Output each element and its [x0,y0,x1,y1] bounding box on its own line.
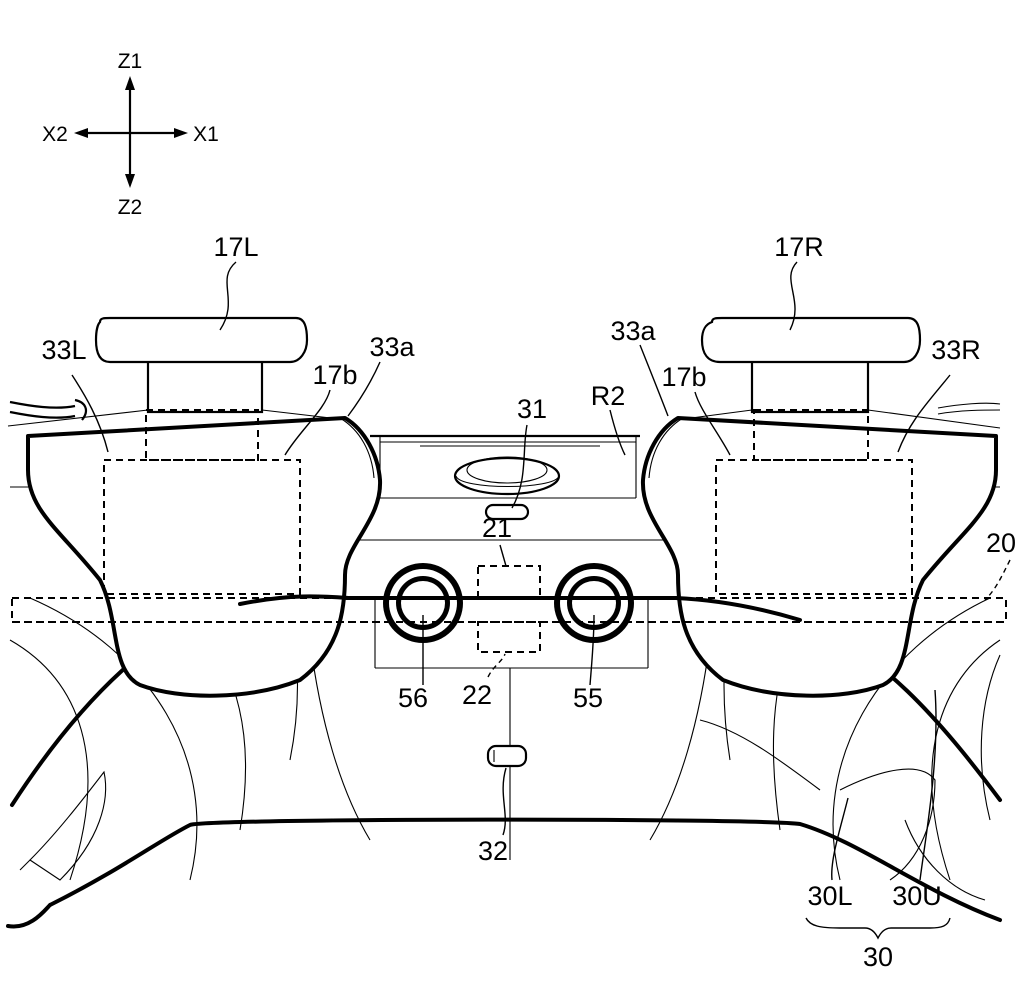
label-17l: 17L [213,232,258,262]
axis-label-z2: Z2 [118,196,143,219]
member-33r [640,416,998,698]
trigger-17r[interactable] [700,316,922,414]
button-56[interactable] [383,563,463,643]
direction-indicator: Z1 Z2 X2 X1 [42,50,219,219]
body-outline-lower [48,817,1002,922]
label-17b-left: 17b [312,360,357,390]
label-33l: 33L [41,335,86,365]
axis-label-x2: X2 [42,123,68,146]
leader-lines [71,261,1011,940]
inner-part-17b-left [103,459,301,595]
axis-label-x1: X1 [193,123,219,146]
label-32: 32 [478,836,508,866]
label-33a-right: 33a [610,316,656,346]
button-32[interactable] [486,744,528,768]
arrow-left-icon [74,128,88,138]
label-30u: 30U [892,881,942,911]
axis-label-z1: Z1 [118,50,143,73]
label-30: 30 [863,942,893,972]
label-55: 55 [573,683,603,713]
arrow-up-icon [125,76,135,90]
trigger-17l[interactable] [94,316,309,414]
label-33a-left: 33a [369,332,415,362]
arrow-right-icon [174,128,188,138]
trigger-base-right [753,409,869,461]
inner-part-17b-right [715,459,913,595]
brace-30 [805,917,951,940]
label-56: 56 [398,683,428,713]
reference-labels: 17L 17R 33L 33R 33a 33a 17b 17b R2 31 20… [41,232,1016,972]
arrow-down-icon [125,174,135,188]
label-17b-right: 17b [661,362,706,392]
box-21 [477,565,541,599]
button-31[interactable] [484,503,530,521]
label-r2: R2 [591,381,626,411]
label-21: 21 [482,513,512,543]
label-31: 31 [517,394,547,424]
label-20: 20 [986,528,1016,558]
label-30l: 30L [807,881,852,911]
label-17r: 17R [774,232,824,262]
box-22 [477,621,541,653]
label-22: 22 [462,680,492,710]
label-33r: 33R [931,335,981,365]
center-area [379,436,637,521]
